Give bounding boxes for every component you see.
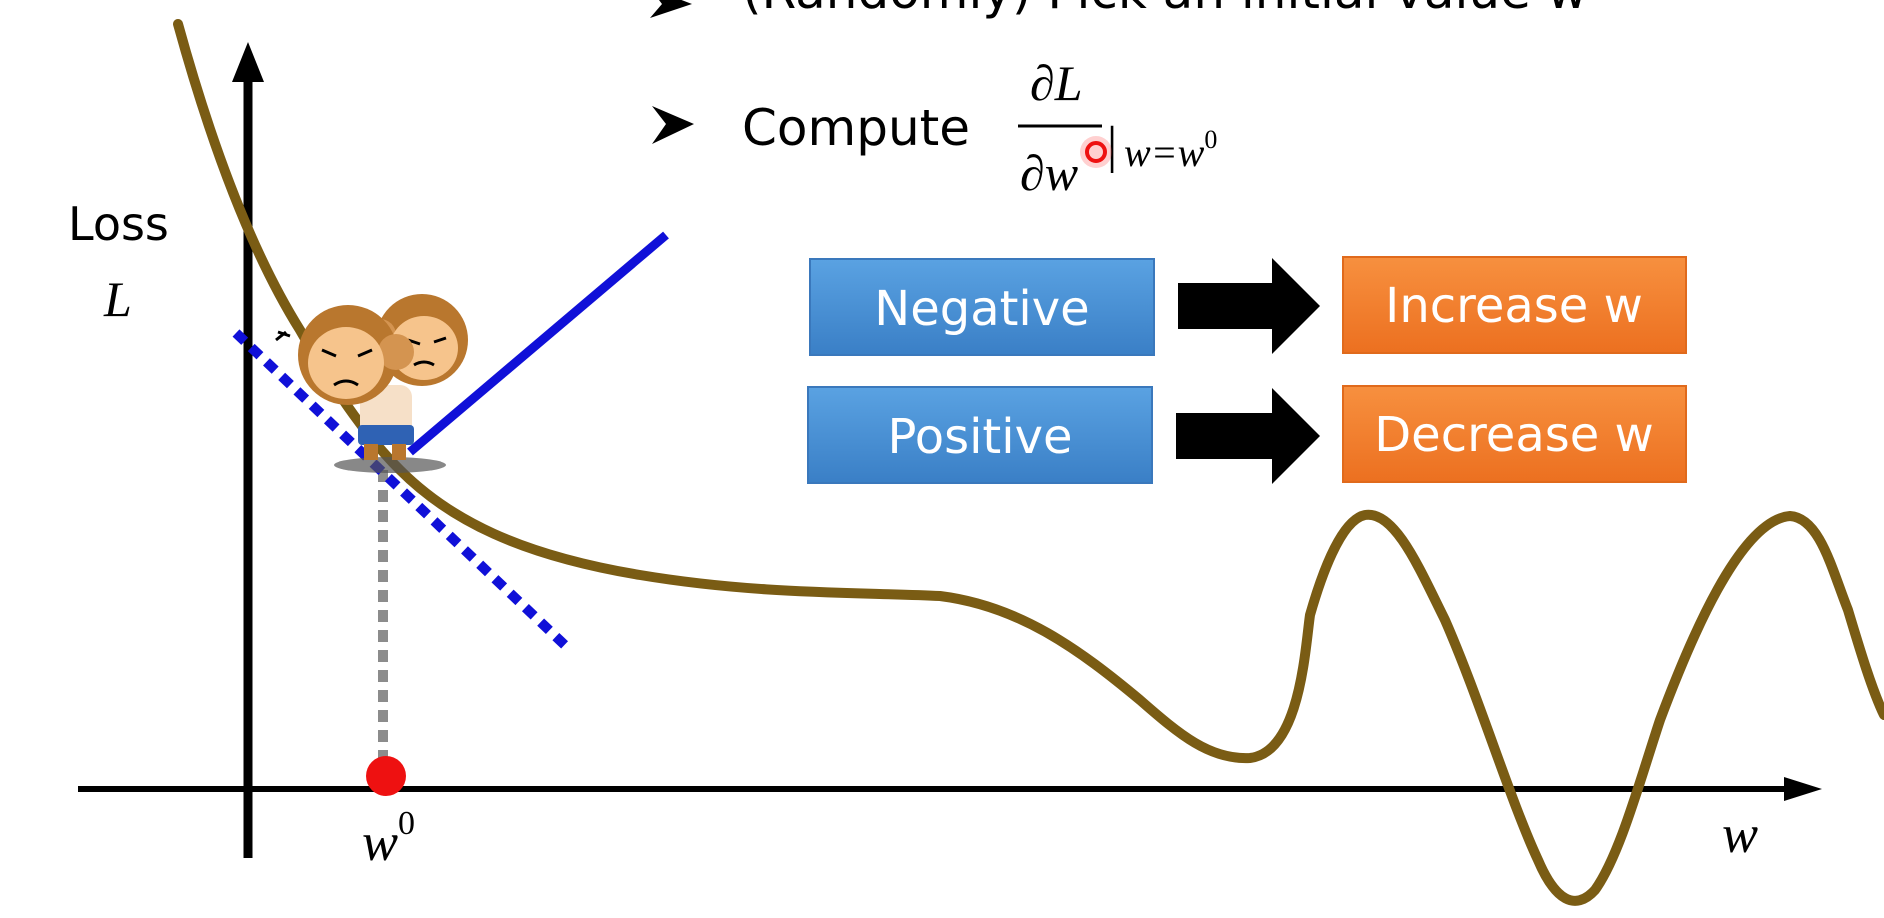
formula-eval-bar: |: [1104, 117, 1118, 174]
right-arrow-icon: [1178, 258, 1320, 354]
bullet-compute: Compute ∂L ∂w | w=w0: [652, 55, 1217, 201]
rule-row-positive: Positive Decrease w: [807, 385, 1687, 484]
bullet-initial-value-text: (Randomly) Pick an initial value w: [742, 0, 1588, 20]
x-axis-arrowhead: [1784, 777, 1822, 801]
derivative-formula: ∂L ∂w | w=w0: [1018, 55, 1217, 201]
compute-label: Compute: [742, 99, 970, 157]
formula-numerator: ∂L: [1030, 55, 1083, 111]
right-arrow-icon: [1176, 388, 1320, 484]
x-axis-label: w: [1722, 804, 1758, 864]
condition-box-negative: [809, 258, 1155, 356]
condition-negative-text: Negative: [874, 281, 1089, 337]
arrowhead-bullet-icon: [652, 106, 694, 144]
y-axis-arrowhead: [232, 42, 264, 82]
bullet-initial-value: (Randomly) Pick an initial value w: [650, 0, 1588, 20]
action-box-decrease: [1342, 385, 1687, 483]
action-increase-text: Increase w: [1385, 278, 1643, 334]
red-pointer-dot-icon: [1080, 136, 1112, 168]
condition-box-positive: [807, 386, 1153, 484]
w0-point: [366, 756, 406, 796]
action-decrease-text: Decrease w: [1374, 407, 1654, 463]
formula-subscript: w=w0: [1124, 125, 1217, 175]
loss-curve: [173, 19, 1884, 906]
y-axis-label-loss: Loss: [68, 197, 169, 251]
formula-denominator: ∂w: [1020, 145, 1078, 201]
direction-line: [407, 231, 669, 456]
rule-row-negative: Negative Increase w: [809, 256, 1687, 356]
action-box-increase: [1342, 256, 1687, 354]
tangent-line: [232, 329, 574, 654]
condition-positive-text: Positive: [887, 409, 1072, 465]
y-axis-label-L: L: [103, 271, 132, 327]
arrowhead-bullet-icon: [650, 0, 692, 18]
w0-label: w0: [362, 805, 415, 872]
monkey-character-icon: [275, 294, 468, 473]
